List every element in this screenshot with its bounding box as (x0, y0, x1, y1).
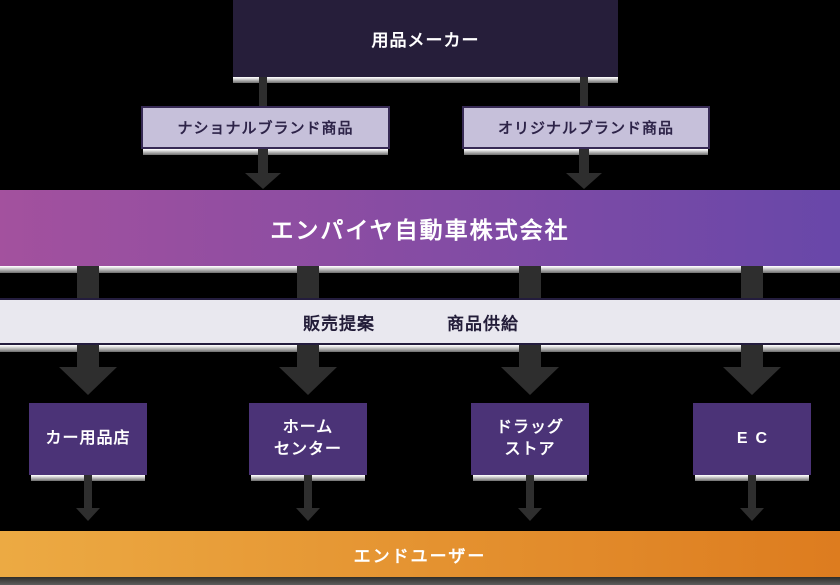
down-arrow-stem (526, 475, 534, 508)
retailer-box-home-center: ホーム センター (249, 403, 367, 475)
manufacturer-box: 用品メーカー (233, 0, 618, 77)
end-user-band: エンドユーザー (0, 531, 840, 577)
flow-band-shadow (0, 345, 840, 352)
flow-band: 販売提案 商品供給 (0, 298, 840, 345)
connector-stem (259, 77, 267, 107)
down-arrow-icon (76, 508, 100, 521)
retailer-label: EC (736, 430, 776, 447)
down-arrow-icon (59, 367, 117, 395)
retailer-label: カー用品店 (45, 430, 131, 447)
retailer-box-ec: EC (693, 403, 811, 475)
manufacturer-shadow (233, 77, 618, 83)
down-arrow-icon (501, 367, 559, 395)
manufacturer-label: 用品メーカー (371, 31, 480, 50)
down-arrow-stem (748, 475, 756, 508)
down-arrow-icon (740, 508, 764, 521)
brand-box-original: オリジナルブランド商品 (462, 106, 710, 149)
end-user-label: エンドユーザー (353, 546, 487, 566)
down-arrow-icon (245, 173, 281, 189)
down-arrow-stem (84, 475, 92, 508)
down-arrow-icon (296, 508, 320, 521)
company-band-shadow (0, 266, 840, 273)
retailer-box-car-shop: カー用品店 (29, 403, 147, 475)
retailer-label: ドラッグ ストア (495, 419, 564, 458)
company-band: エンパイヤ自動車株式会社 (0, 190, 840, 266)
down-arrow-stem (579, 149, 589, 173)
label-product-supply: 商品供給 (447, 314, 519, 333)
connector-stem (580, 77, 588, 107)
brand-box-national: ナショナルブランド商品 (141, 106, 390, 149)
down-arrow-icon (723, 367, 781, 395)
down-arrow-stem (258, 149, 268, 173)
down-arrow-icon (518, 508, 542, 521)
down-arrow-icon (566, 173, 602, 189)
retailer-label: ホーム センター (273, 419, 342, 458)
retailer-box-drug-store: ドラッグ ストア (471, 403, 589, 475)
label-sales-proposal: 販売提案 (303, 314, 375, 333)
company-label: エンパイヤ自動車株式会社 (270, 217, 570, 243)
brand-national-label: ナショナルブランド商品 (177, 120, 354, 137)
down-arrow-stem (304, 475, 312, 508)
end-user-band-shadow (0, 577, 840, 585)
brand-original-label: オリジナルブランド商品 (497, 120, 674, 137)
down-arrow-icon (279, 367, 337, 395)
